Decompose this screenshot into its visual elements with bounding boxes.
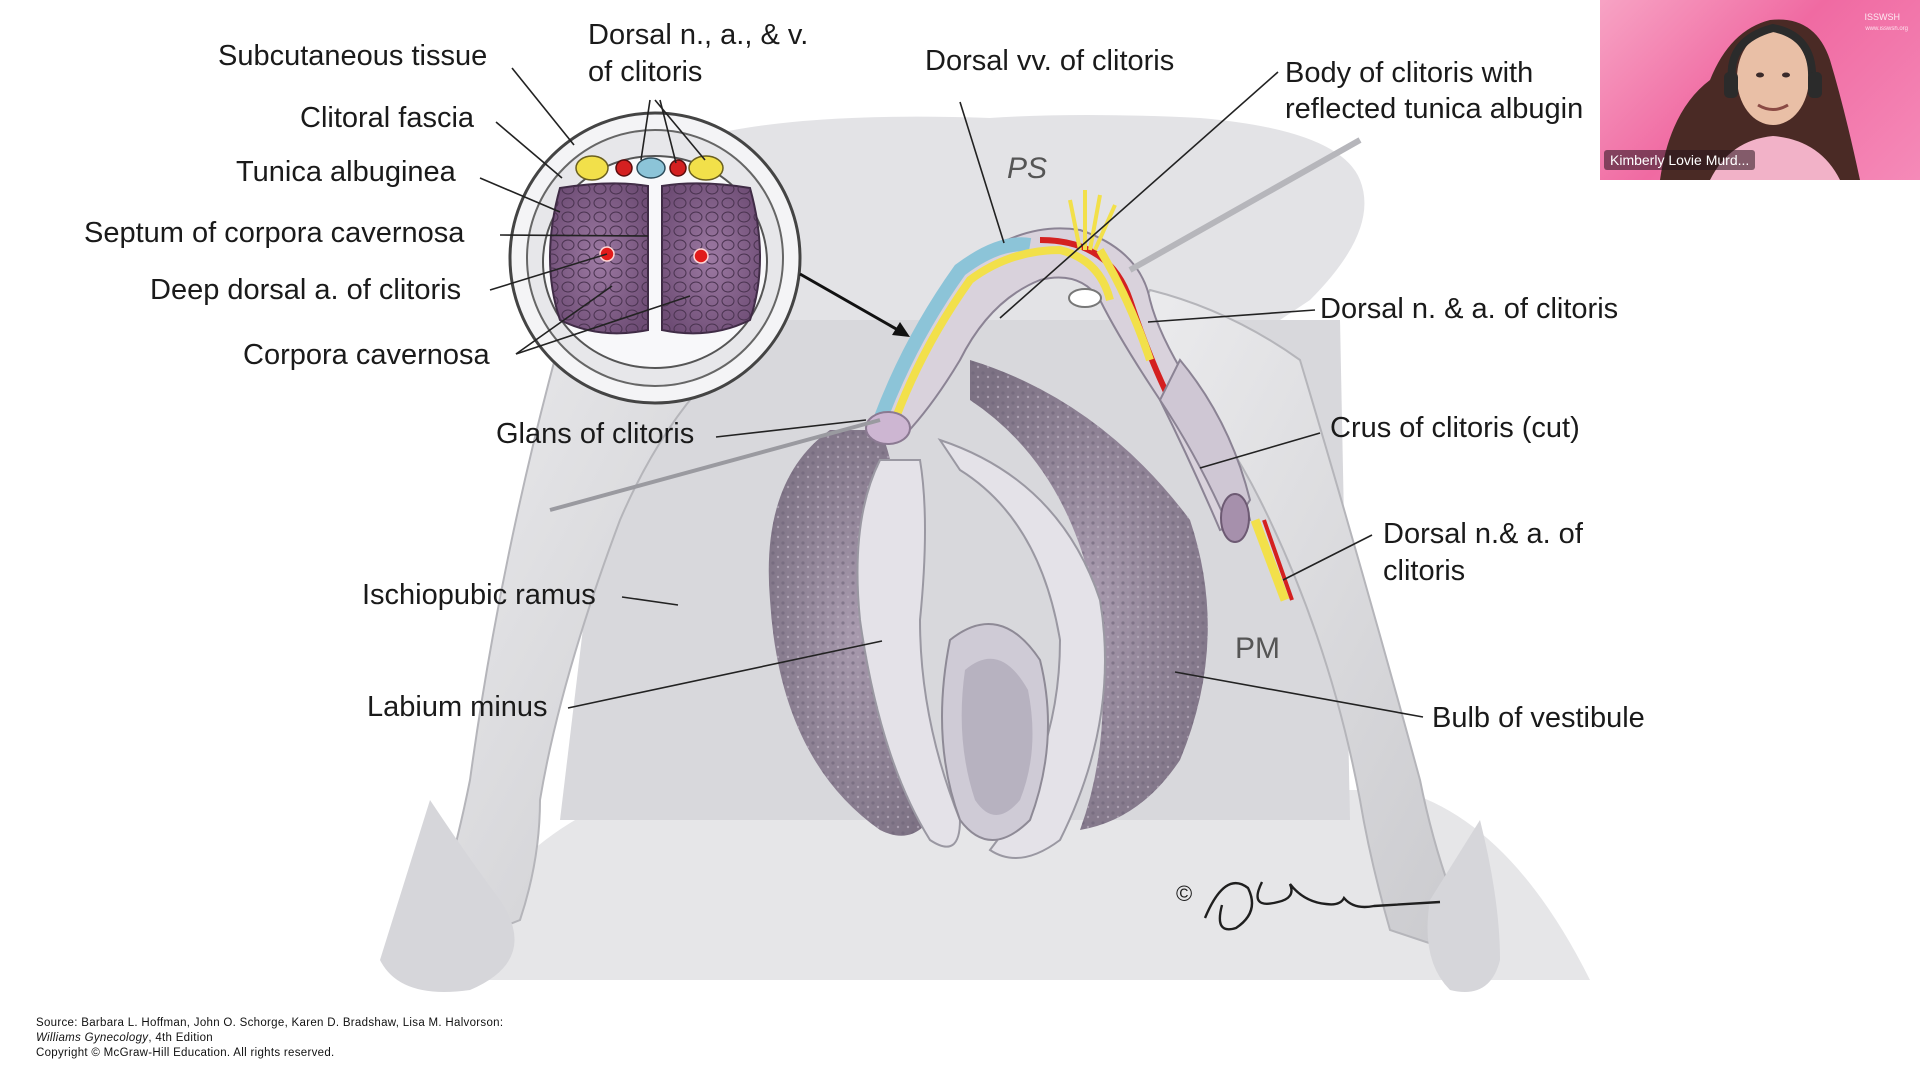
label-body-line1: Body of clitoris with <box>1285 57 1534 89</box>
inset-arrow <box>799 272 906 336</box>
left-thigh <box>380 800 515 992</box>
left-corpus-texture <box>550 183 648 334</box>
label-corpora-cavernosa: Corpora cavernosa <box>243 339 490 371</box>
right-bulb-texture <box>970 360 1208 830</box>
dorsal-vein-band <box>873 237 1032 423</box>
dorsal-vein-blue <box>636 157 666 179</box>
label-dorsal-na-2-line1: Dorsal n.& a. of <box>1383 518 1583 550</box>
participant-avatar <box>1660 19 1860 180</box>
label-bulb-of-vestibule: Bulb of vestibule <box>1432 702 1645 734</box>
label-subcutaneous-tissue: Subcutaneous tissue <box>218 40 488 72</box>
label-dorsal-nav-line2: of clitoris <box>588 56 703 88</box>
isswsh-logo: ISSWSH <box>1864 12 1900 22</box>
left-labium-minus <box>856 459 962 848</box>
label-ischiopubic-ramus: Ischiopubic ramus <box>362 579 596 611</box>
label-dorsal-na-1: Dorsal n. & a. of clitoris <box>1320 293 1619 325</box>
hymenal-ring <box>961 658 1033 815</box>
right-corpus-texture <box>662 183 760 334</box>
label-dorsal-na-2-line2: clitoris <box>1383 555 1466 587</box>
label-septum-of-corpora-cavernosa: Septum of corpora cavernosa <box>84 217 465 249</box>
label-body-line2: reflected tunica albugin <box>1285 93 1584 125</box>
region-ps: PS <box>1007 152 1048 185</box>
source-citation: Source: Barbara L. Hoffman, John O. Scho… <box>36 1016 503 1061</box>
pubic-region <box>656 115 1365 340</box>
label-dorsal-vv: Dorsal vv. of clitoris <box>925 45 1175 77</box>
participant-name: Kimberly Lovie Murd... <box>1604 150 1756 170</box>
source-line3: Copyright © McGraw-Hill Education. All r… <box>36 1047 335 1059</box>
source-book-title: Williams Gynecology <box>36 1032 149 1044</box>
label-crus-of-clitoris: Crus of clitoris (cut) <box>1330 412 1580 444</box>
instrument-tip <box>1068 288 1102 308</box>
perineum-shadow <box>430 790 1590 980</box>
source-line1: Source: Barbara L. Hoffman, John O. Scho… <box>36 1017 504 1029</box>
region-pm: PM <box>1235 632 1280 665</box>
crus-cut-end <box>1220 493 1250 543</box>
dorsal-na-right-bundle <box>1250 518 1290 602</box>
dorsal-nerve-band <box>888 245 1114 430</box>
right-dorsal-nerve <box>1096 247 1154 362</box>
right-dorsal-nerve-yellow <box>688 155 724 181</box>
copyright-mark: © <box>1176 881 1193 906</box>
left-dorsal-nerve-yellow <box>575 155 609 181</box>
label-tunica-albuginea: Tunica albuginea <box>236 156 456 188</box>
right-thigh <box>1427 820 1500 992</box>
retractor-right <box>1128 137 1362 273</box>
right-labium-minus <box>937 438 1106 859</box>
label-labium-minus: Labium minus <box>367 691 548 723</box>
nerve-branches <box>1068 190 1117 251</box>
source-edition: , 4th Edition <box>148 1032 213 1044</box>
label-deep-dorsal-artery: Deep dorsal a. of clitoris <box>150 274 462 306</box>
isswsh-url: www.isswsh.org <box>1865 26 1908 32</box>
inset-arrowhead <box>892 322 910 337</box>
right-dorsal-artery-red <box>669 159 687 177</box>
glans-of-clitoris <box>865 411 911 445</box>
right-deep-dorsal-artery <box>693 248 709 264</box>
left-dorsal-artery-red <box>615 159 633 177</box>
label-clitoral-fascia: Clitoral fascia <box>300 102 475 134</box>
label-glans-of-clitoris: Glans of clitoris <box>496 418 695 450</box>
retractor-left <box>549 418 881 512</box>
source-line2: Williams Gynecology, 4th Edition <box>36 1031 503 1046</box>
dorsal-na-right-artery <box>1262 519 1294 601</box>
artist-signature <box>1203 881 1441 931</box>
label-dorsal-nav-line1: Dorsal n., a., & v. <box>588 19 809 51</box>
participant-video-tile[interactable]: ISSWSH www.isswsh.org Kimberly Lovie Mur… <box>1600 0 1920 180</box>
leader-lines <box>479 67 1424 718</box>
